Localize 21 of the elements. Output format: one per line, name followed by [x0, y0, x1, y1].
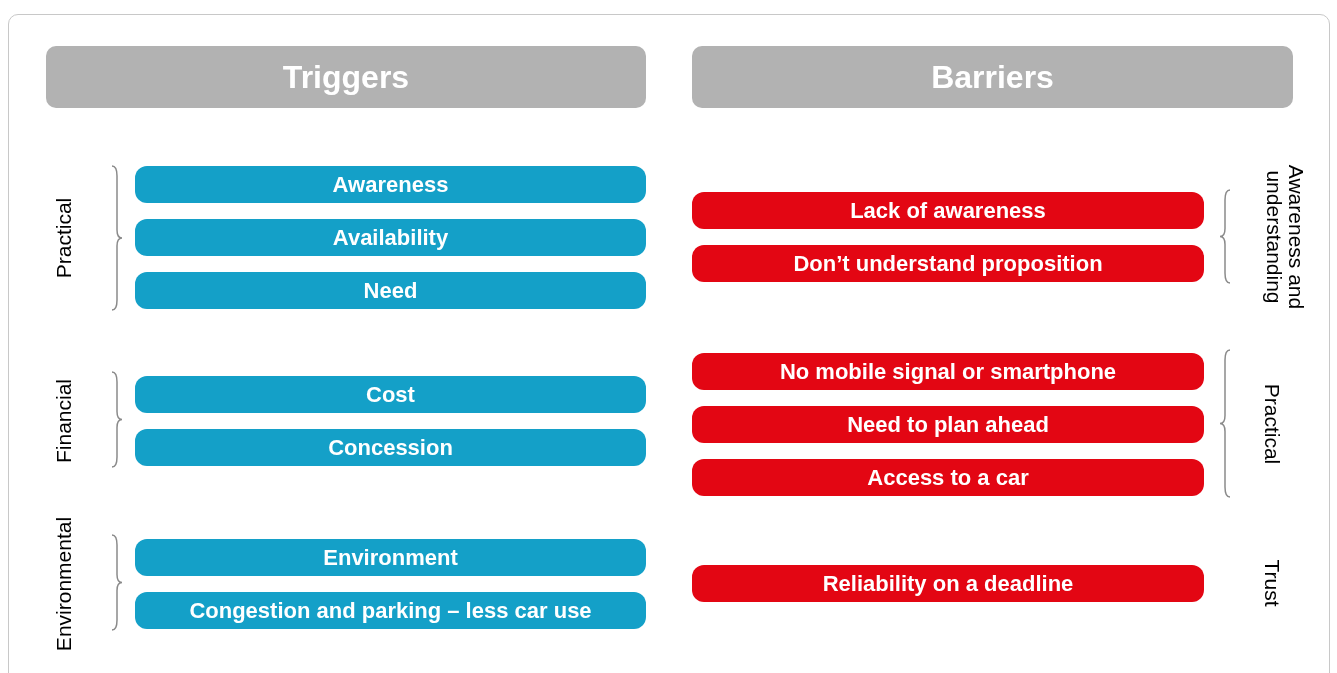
barrier-pill: Don’t understand proposition	[692, 245, 1204, 282]
barrier-pill: Lack of awareness	[692, 192, 1204, 229]
barrier-pill: No mobile signal or smartphone	[692, 353, 1204, 390]
trigger-pill: Awareness	[135, 166, 646, 203]
group-label: Awareness and understanding	[1262, 163, 1309, 312]
group-label: Financial	[50, 378, 76, 466]
column-header: Barriers	[692, 46, 1293, 108]
barrier-pill: Access to a car	[692, 459, 1204, 496]
trigger-pill: Cost	[135, 376, 646, 413]
group-label: Practical	[50, 196, 76, 281]
trigger-pill: Availability	[135, 219, 646, 256]
barrier-pill: Need to plan ahead	[692, 406, 1204, 443]
barrier-pill: Reliability on a deadline	[692, 565, 1204, 602]
trigger-pill: Need	[135, 272, 646, 309]
group-label: Trust	[1260, 558, 1286, 609]
trigger-pill: Concession	[135, 429, 646, 466]
group-label: Environmental	[50, 515, 76, 654]
trigger-pill: Environment	[135, 539, 646, 576]
group-label: Practical	[1260, 382, 1286, 467]
column-header: Triggers	[46, 46, 646, 108]
trigger-pill: Congestion and parking – less car use	[135, 592, 646, 629]
